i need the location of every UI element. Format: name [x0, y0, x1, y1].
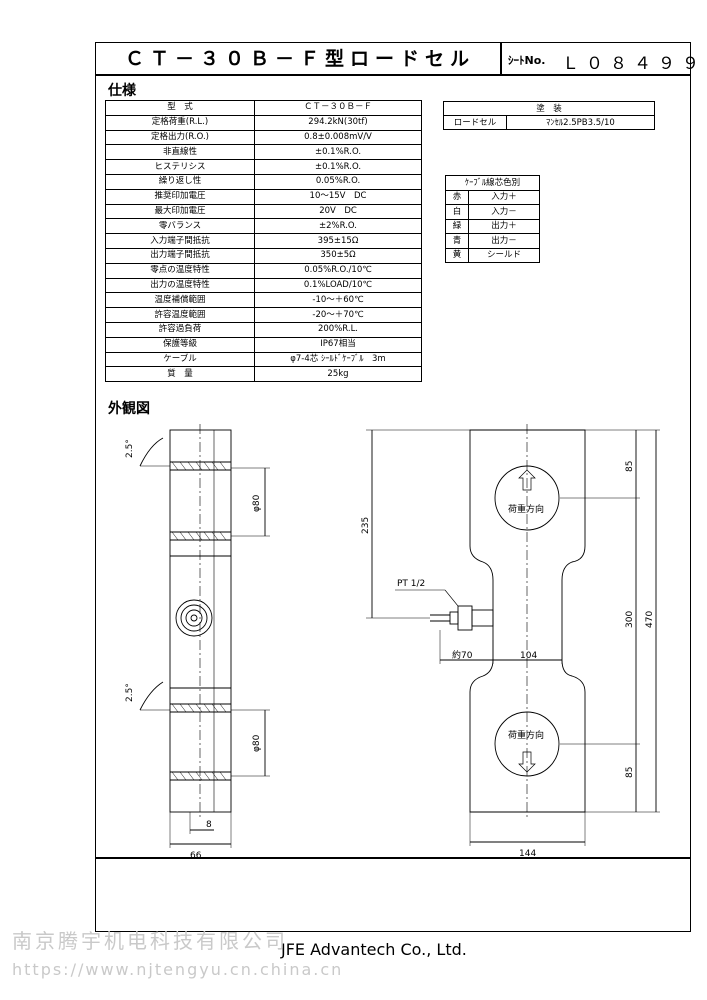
cable-function: 出力－	[468, 233, 540, 249]
dim-85-bottom-label: 85	[625, 767, 635, 778]
watermark-company: 南京腾宇机电科技有限公司	[12, 929, 288, 953]
cable-row: 青出力－	[445, 233, 540, 249]
side-view-body	[169, 429, 232, 813]
dim-8-label: 8	[206, 820, 212, 830]
dim-104-label: 104	[520, 651, 537, 661]
watermark-url: https://www.njtengyu.cn.china.cn	[12, 960, 344, 979]
cable-function: 入力－	[468, 204, 540, 220]
bottom-load-hole	[494, 711, 560, 777]
dim-85-top-label: 85	[625, 461, 635, 472]
drawing-heading: 外観図	[108, 401, 150, 417]
cable-row: 黄シールド	[445, 247, 540, 263]
sheet-label: ｼｰﾄNo.	[508, 54, 546, 67]
sheet-number: Ｌ０８４９９	[562, 54, 706, 74]
spec-row: 非直線性±0.1%R.O.	[105, 144, 422, 161]
spec-table: 型 式 ＣＴ－３０Ｂ－Ｆ 定格荷重(R.L.)294.2kN(30tf)定格出力…	[105, 100, 422, 383]
title-divider	[95, 74, 691, 76]
cable-function: シールド	[468, 247, 540, 263]
dia-top-label: φ80	[252, 494, 262, 512]
notes-divider	[95, 857, 691, 859]
cable-row: 赤入力＋	[445, 189, 540, 205]
title-sheet-divider	[500, 42, 502, 75]
angle-top-label: 2.5°	[125, 439, 135, 458]
cable-color-table: ｹｰﾌﾞﾙ線芯色別 赤入力＋白入力－緑出力＋青出力－黄シールド	[445, 175, 540, 263]
pt-label: PT 1/2	[397, 579, 425, 589]
dim-235-label: 235	[361, 517, 371, 534]
top-load-hole	[494, 465, 560, 531]
spec-value: 25kg	[254, 366, 422, 383]
cable-header: ｹｰﾌﾞﾙ線芯色別	[445, 175, 540, 191]
company-name: JFE Advantech Co., Ltd.	[281, 940, 467, 959]
coating-value: ﾏﾝｾﾙ2.5PB3.5/10	[506, 115, 655, 130]
spec-row: 零バランス±2%R.O.	[105, 218, 422, 235]
cable-row: 緑出力＋	[445, 218, 540, 234]
cable-color: 青	[445, 233, 469, 249]
cable-color: 白	[445, 204, 469, 220]
cable-row: 白入力－	[445, 204, 540, 220]
spec-heading: 仕様	[108, 83, 136, 99]
side-connector-outer	[175, 599, 213, 637]
angle-bottom-label: 2.5°	[125, 683, 135, 702]
dim-144-label: 144	[519, 849, 536, 859]
cable-function: 出力＋	[468, 218, 540, 234]
drawing-frame	[95, 42, 691, 932]
coating-table: 塗 装 ロードセル ﾏﾝｾﾙ2.5PB3.5/10	[443, 101, 655, 130]
dim-66-label: 66	[190, 851, 202, 861]
front-view-body	[469, 429, 586, 813]
dia-bottom-label: φ80	[252, 734, 262, 752]
load-direction-bottom: 荷重方向	[508, 729, 544, 741]
page-title: ＣＴ－３０Ｂ－Ｆ型ロードセル	[124, 48, 475, 70]
dim-300-label: 300	[625, 611, 635, 628]
spec-item: 質 量	[105, 366, 255, 383]
dim-70-label: 約70	[452, 649, 473, 661]
cable-function: 入力＋	[468, 189, 540, 205]
load-direction-top: 荷重方向	[508, 503, 544, 515]
dim-470-label: 470	[645, 611, 655, 628]
